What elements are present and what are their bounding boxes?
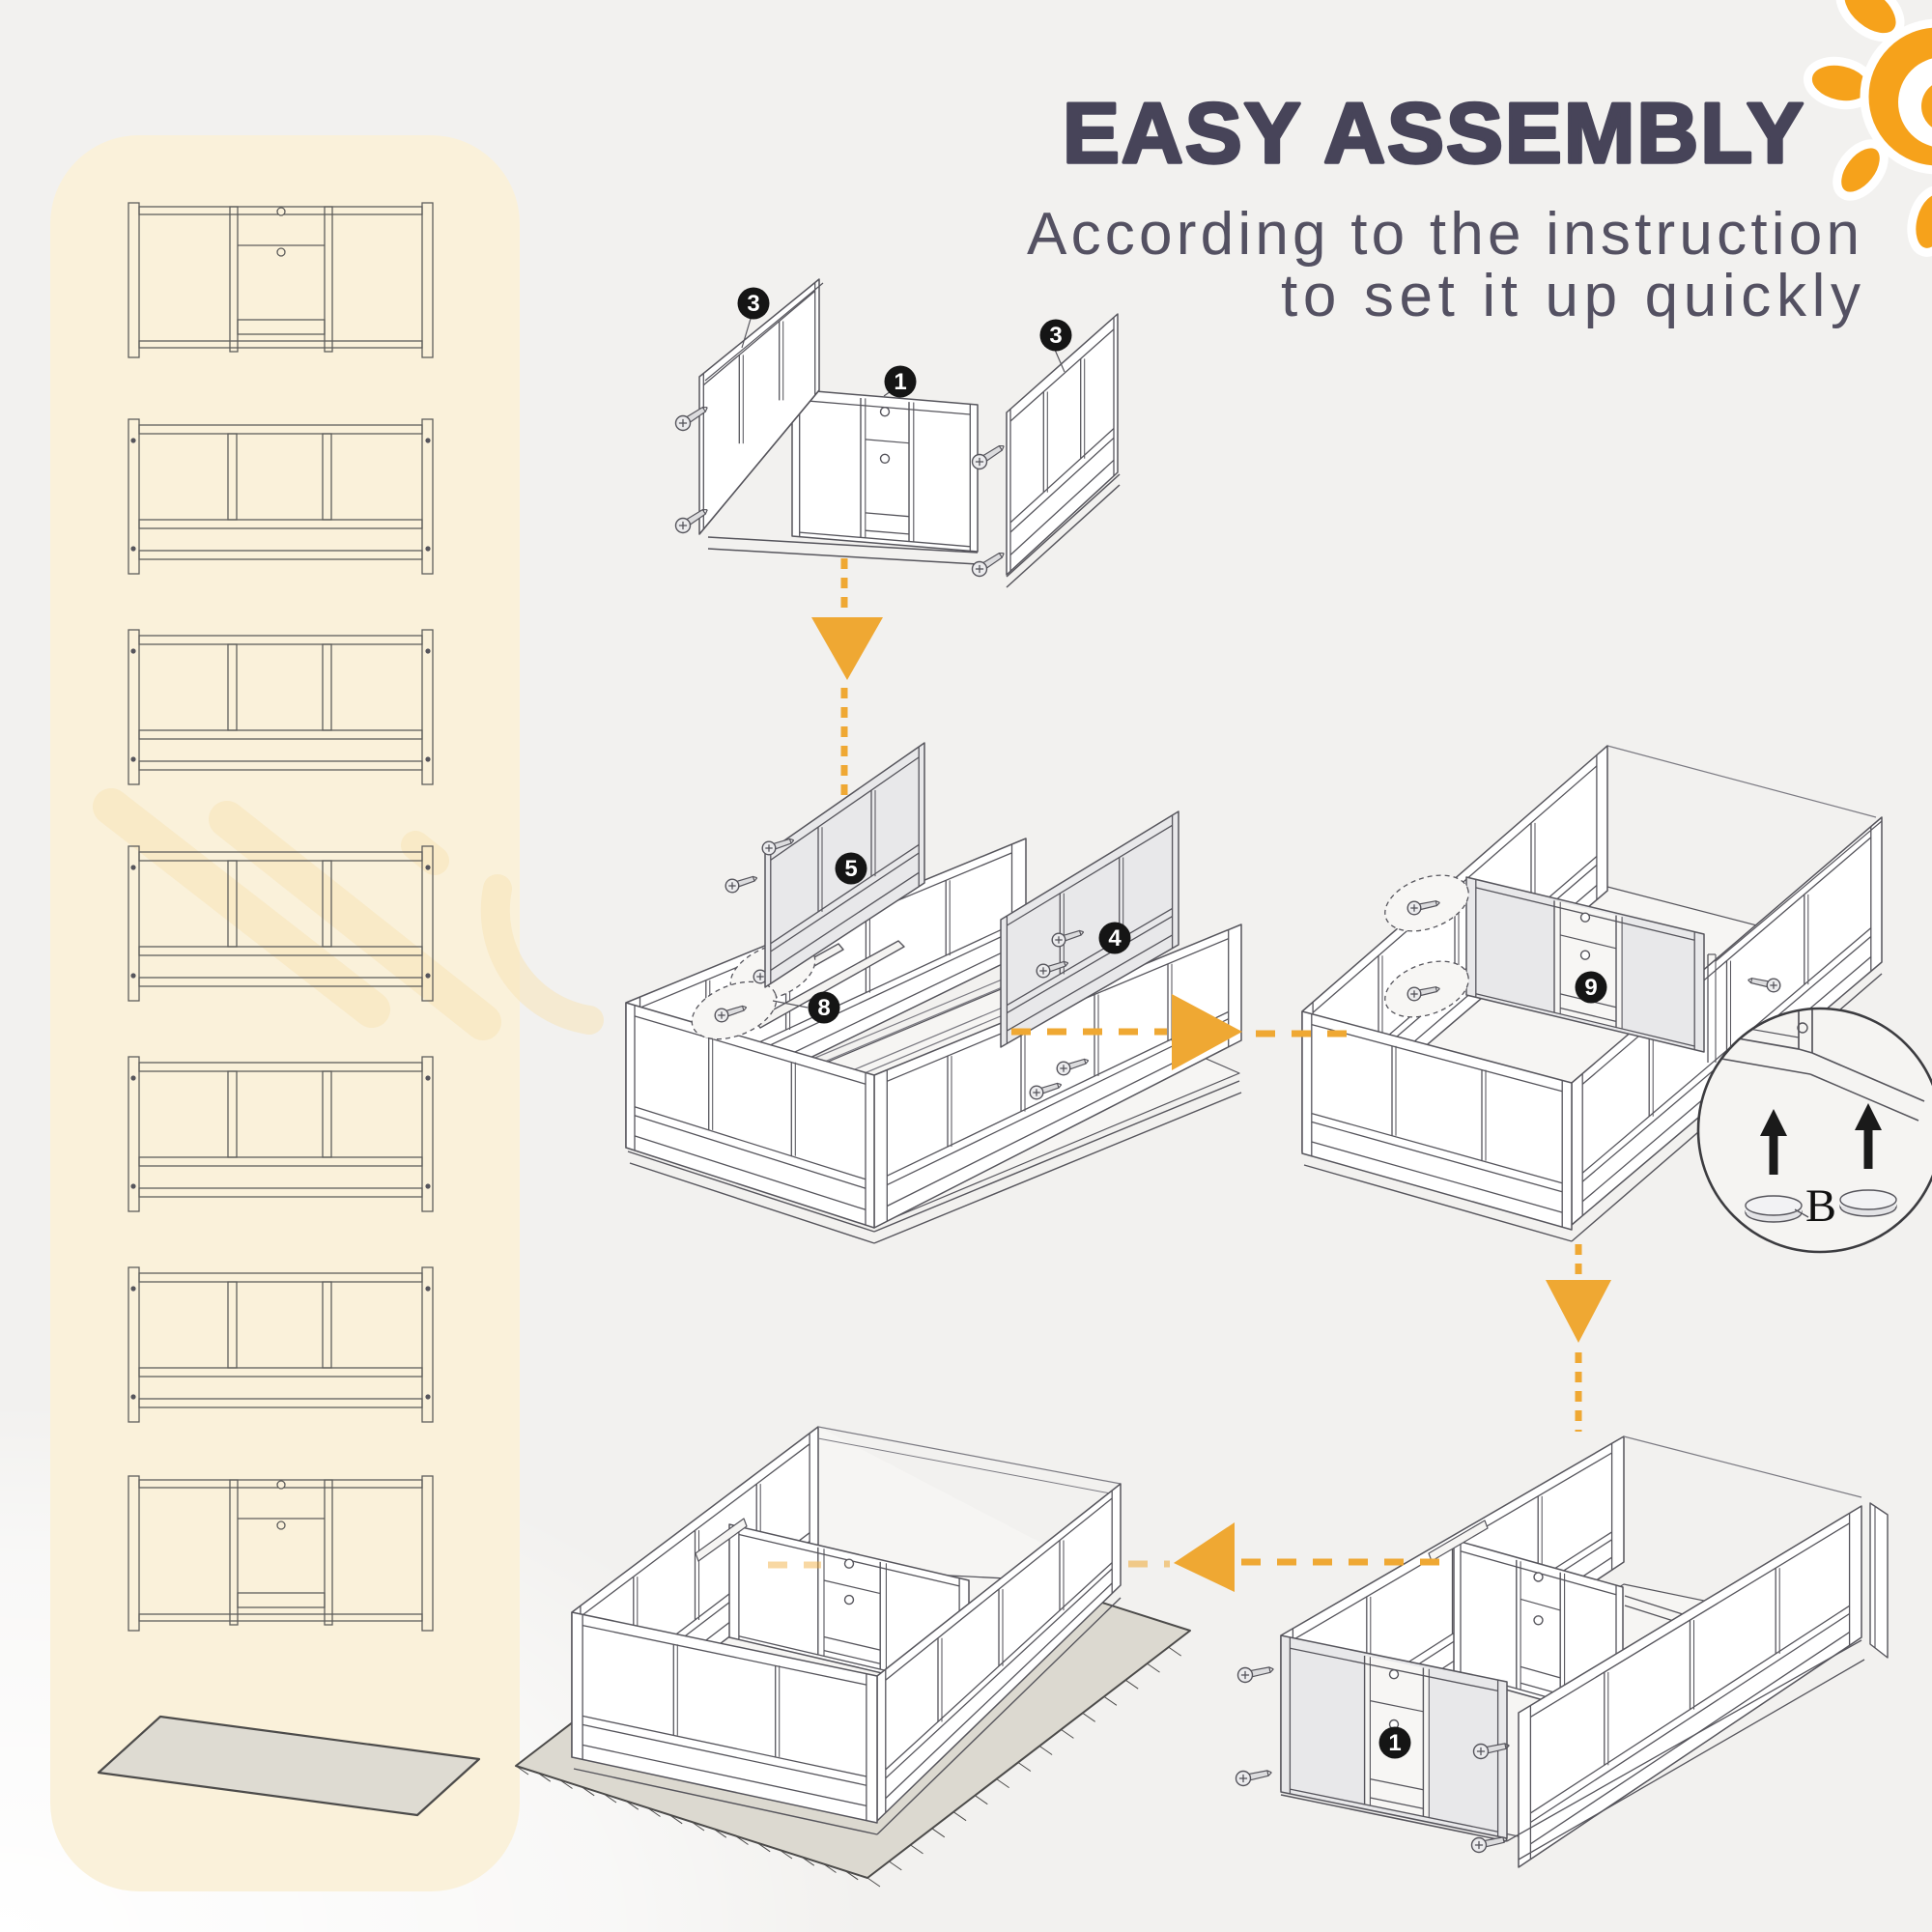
svg-text:5: 5 [844,856,857,882]
svg-text:EASY ASSEMBLY: EASY ASSEMBLY [1063,85,1805,181]
svg-text:3: 3 [1049,323,1062,349]
svg-text:4: 4 [1108,925,1122,952]
svg-text:9: 9 [1584,975,1597,1001]
svg-text:to set it up quickly: to set it up quickly [1281,263,1861,329]
svg-text:1: 1 [1388,1730,1401,1756]
svg-text:8: 8 [817,995,830,1021]
svg-text:B: B [1805,1180,1836,1232]
svg-text:1: 1 [894,369,906,395]
svg-text:3: 3 [747,291,759,317]
svg-text:According to the instruction: According to the instruction [1027,201,1860,268]
